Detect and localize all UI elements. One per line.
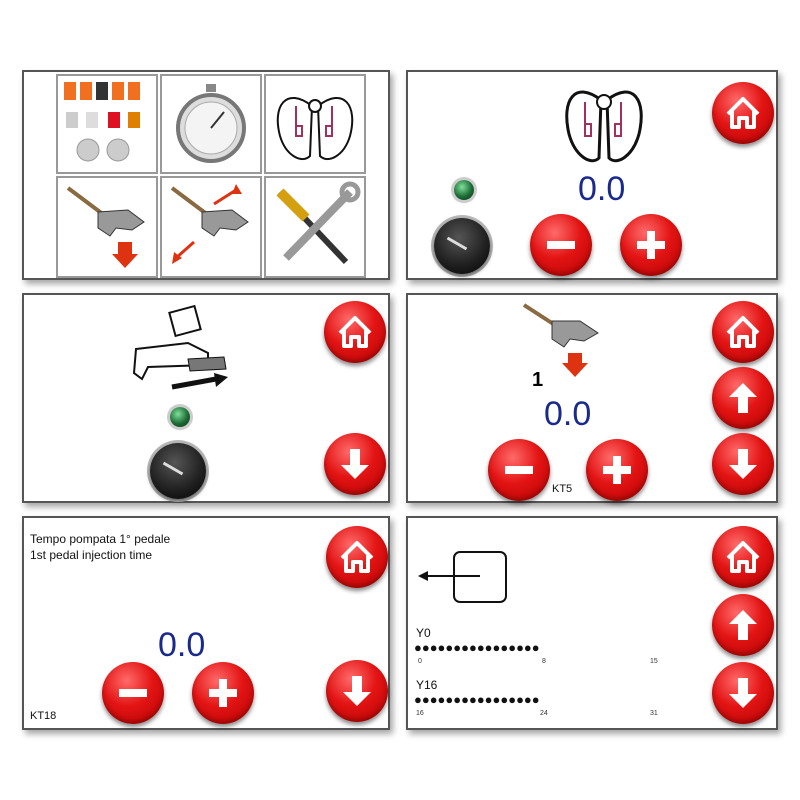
home-icon [338,316,372,348]
io-tick-start: 0 [418,658,422,665]
io-indicator-row: ●●●●●●●●●●●●●●●● [414,640,540,655]
switches-icon [64,82,140,162]
io-tick-mid: 24 [540,710,548,717]
title-italian: Tempo pompata 1° pedale [30,532,171,546]
arrow-down-icon [341,449,369,479]
pedal-down-icon [66,186,145,268]
plus-icon [637,231,665,259]
mechanism-icon [132,304,228,390]
arrow-down-button[interactable] [324,433,386,495]
menu-tile-tools[interactable] [264,176,366,278]
decrement-button[interactable] [530,214,592,276]
home-button[interactable] [712,301,774,363]
arrow-down-button[interactable] [712,433,774,495]
plus-icon [603,456,631,484]
panel-injection-time: Tempo pompata 1° pedale 1st pedal inject… [22,516,390,730]
arrow-up-button[interactable] [712,594,774,656]
panel-slide-knob [22,293,390,503]
parameter-code: KT18 [30,710,57,722]
menu-tile-switches[interactable] [56,74,158,174]
home-button[interactable] [326,526,388,588]
tools-icon [276,181,361,265]
exit-arrow-icon [418,551,507,603]
pedal-adjust-icon [170,184,249,264]
rotary-knob[interactable] [434,218,490,274]
home-button[interactable] [712,82,774,144]
stopwatch-icon [176,84,246,163]
menu-tile-pedal-down[interactable] [56,176,158,278]
minus-icon [547,241,575,249]
io-row-label: Y16 [416,678,438,692]
io-tick-start: 16 [416,710,424,717]
minus-icon [119,689,147,697]
arrow-down-icon [343,676,371,706]
decrement-button[interactable] [102,662,164,724]
arrow-up-icon [729,383,757,413]
plus-icon [209,679,237,707]
value-display: 0.0 [544,395,592,433]
io-tick-end: 31 [650,710,658,717]
home-icon [726,541,760,573]
arrow-down-button[interactable] [712,662,774,724]
io-tick-mid: 8 [542,658,546,665]
panel-circuit-value: 0.0 [406,70,778,280]
circuit-icon [276,96,354,161]
panel-pedal-value: 1 0.0 KT5 [406,293,778,503]
increment-button[interactable] [586,439,648,501]
io-row-label: Y0 [416,626,431,640]
status-led [454,180,474,200]
decrement-button[interactable] [488,439,550,501]
home-icon [726,316,760,348]
arrow-down-icon [729,449,757,479]
home-icon [340,541,374,573]
panel-menu-grid [22,70,390,280]
step-label: 1 [532,369,544,391]
circuit-icon [565,90,643,163]
home-button[interactable] [712,526,774,588]
io-indicator-row: ●●●●●●●●●●●●●●●● [414,692,540,707]
arrow-up-icon [729,610,757,640]
arrow-down-icon [729,678,757,708]
io-tick-end: 15 [650,658,658,665]
value-display: 0.0 [578,170,626,208]
status-led [170,407,190,427]
menu-tile-timer[interactable] [160,74,262,174]
home-icon [726,97,760,129]
increment-button[interactable] [192,662,254,724]
pedal-down-icon [522,303,599,377]
panel-io-status: Y0 ●●●●●●●●●●●●●●●● 0 8 15 Y16 ●●●●●●●●●… [406,516,778,730]
value-display: 0.0 [158,626,206,664]
menu-tile-pedal-adjust[interactable] [160,176,262,278]
minus-icon [505,466,533,474]
title-english: 1st pedal injection time [30,548,153,562]
arrow-down-button[interactable] [326,660,388,722]
increment-button[interactable] [620,214,682,276]
menu-tile-circuit[interactable] [264,74,366,174]
arrow-up-button[interactable] [712,367,774,429]
rotary-knob[interactable] [150,443,206,499]
parameter-code: KT5 [552,483,573,495]
home-button[interactable] [324,301,386,363]
